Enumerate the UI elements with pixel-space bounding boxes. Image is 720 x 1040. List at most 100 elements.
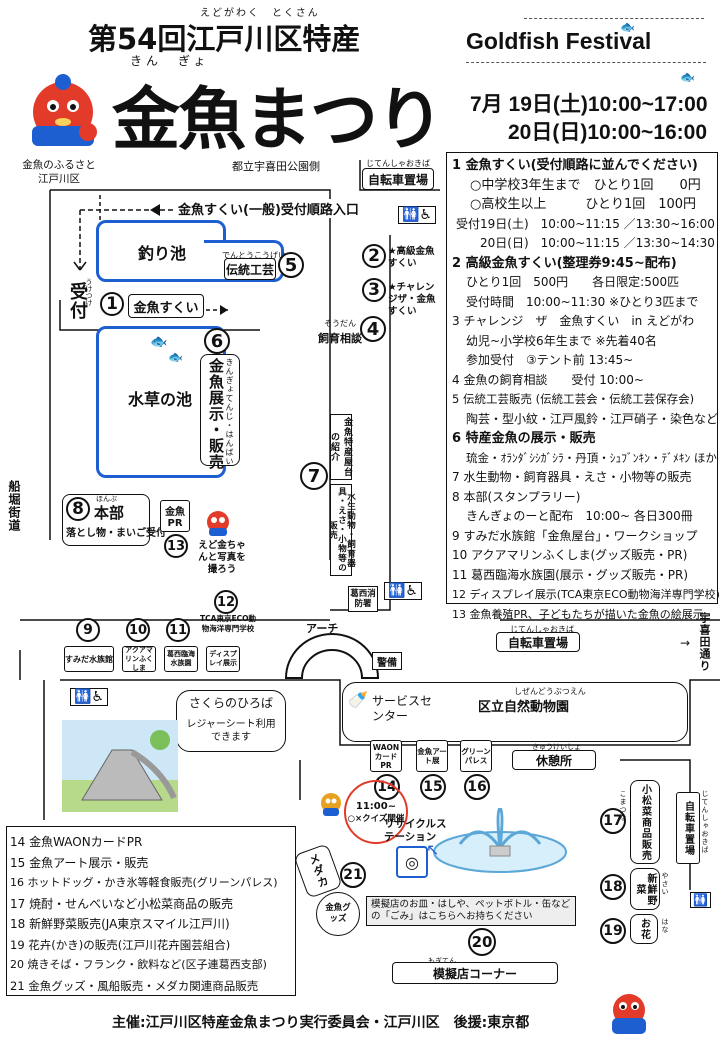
legend-top: 1 金魚すくい(受付順路に並んでください) ○中学校3年生まで ひとり1回 0円… [452, 156, 720, 624]
legend-line: 20日(日) 10:00~11:15 ／13:30~14:30 [480, 236, 715, 250]
fish-decoration-icon: 🐟 [150, 334, 168, 350]
booth-green: グリーンパレス [460, 740, 492, 772]
legend-line: 参加受付 ③テント前 13:45~ [466, 353, 634, 367]
funabori-road-label: 船堀街道 [7, 480, 21, 532]
legend-line: ○中学校3年生まで ひとり1回 0円 [470, 177, 701, 193]
legend-line: ひとり1回 500円 各日限定:500匹 [466, 275, 680, 289]
ruby-top: えどがわく とくさん [200, 8, 320, 19]
exhibit-label: 金魚展示・販売 [207, 358, 225, 470]
legend-line: 2 高級金魚すくい(整理券9:45~配布) [452, 255, 677, 271]
legend-line: 7 水生動物・飼育器具・えさ・小物等の販売 [452, 470, 692, 484]
service-zone [342, 682, 688, 742]
mascot-footer [612, 994, 646, 1034]
marker-7: 7 [300, 462, 328, 490]
fish-decoration-icon: 🐟 [168, 350, 183, 364]
marker-9: 9 [76, 618, 100, 642]
honbu-label: 本部 [94, 504, 125, 522]
goods-box: 金魚グッズ [316, 892, 360, 936]
reception-label: 受付 [67, 282, 88, 320]
tca-label: TCA東京ECO動物海洋専門学校 [200, 614, 256, 633]
marker-19: 19 [600, 918, 626, 944]
subtitle: 第54回江戸川区特産 [88, 22, 361, 56]
yasai-label: 新鮮野菜 [634, 872, 656, 906]
komatsuna-ruby: こまつな [619, 790, 627, 822]
komatsuna-box: 小松菜商品販売 [630, 780, 660, 864]
booth-kasai: 葛西臨海水族園 [164, 646, 198, 672]
marker-12: 12 [214, 590, 238, 614]
legend-line: 陶芸・型小紋・江戸風鈴・江戸硝子・染色など [466, 411, 719, 426]
exhibit-box [200, 354, 240, 466]
fish-decoration-icon: 🐟 [680, 70, 695, 84]
marker-13: 13 [164, 534, 188, 558]
dashed-rule-bottom [466, 62, 706, 63]
honbu-sub-label: 落とし物・まいご受付 [66, 528, 166, 539]
marker-4: 4 [360, 316, 386, 342]
challenge-label: ★チャレンジザ・金魚すくい [388, 282, 436, 317]
legend-line: きんぎょのーと配布 10:00~ 各日300冊 [466, 509, 693, 523]
marker-5: 5 [278, 252, 304, 278]
zoo-ruby: しぜんどうぶつえん [514, 687, 586, 696]
legend-line: 15 金魚アート展示・販売 [10, 855, 149, 870]
photo-label: えど金ちゃんと写真を撮ろう [198, 540, 246, 575]
footer-credit: 主催:江戸川区特産金魚まつり実行委員会・江戸川区 後援:東京都 [112, 1015, 530, 1031]
legend-line: 21 金魚グッズ・風船販売・メダカ関連商品販売 [10, 978, 259, 993]
legend-line: 5 伝統工芸販売 (伝統工芸会・伝統工芸保存会) [452, 392, 695, 406]
legend-top-box [446, 152, 718, 604]
marker-1: 1 [100, 292, 124, 316]
tokusan-label: 金魚特産屋台の紹介 [329, 417, 352, 477]
legend-bottom: 14 金魚WAONカードPR 15 金魚アート展示・販売 16 ホットドッグ・か… [10, 832, 278, 996]
leisure-label: レジャーシート利用できます [186, 719, 276, 743]
marker-21: 21 [340, 862, 366, 888]
legend-line: 受付19日(土) 10:00~11:15 ／13:30~16:00 [456, 216, 715, 231]
booth-waon: WAONカードPR [370, 740, 402, 772]
legend-line: 11 葛西臨海水族園(展示・グッズ販売・PR) [452, 567, 689, 582]
arch-shape [284, 633, 380, 679]
ukita-road-label: 宇喜田通り [698, 612, 711, 672]
queue-entrance-sign: 金魚すくい(一般)受付順路入口 [176, 199, 361, 218]
legend-line: 受付時間 10:00~11:30 ※ひとり3匹まで [466, 294, 699, 309]
mascot-edokinchan [32, 74, 97, 146]
tsuribori-label: 釣り池 [137, 244, 186, 263]
marker-18: 18 [600, 874, 626, 900]
quiz-time: 11:00~ [355, 800, 397, 812]
marker-17: 17 [600, 808, 626, 834]
toilet-icon: 🚻♿ [398, 206, 436, 224]
rest-ruby: きゅうけいしょ [532, 743, 581, 751]
reception-ruby: うけつけ [85, 278, 93, 306]
densho-ruby: でんとうこうげい [222, 251, 286, 260]
legend-line: 18 新鮮野菜販売(JA東京スマイル江戸川) [10, 917, 230, 931]
bicycle3-label: 自転車置場 [682, 800, 694, 856]
marker-6: 6 [204, 328, 230, 354]
ohana-label: お花 [638, 918, 650, 940]
sakura-plaza [176, 690, 286, 752]
legend-line: 10 アクアマリンふくしま(グッズ販売・PR) [452, 548, 688, 562]
booth-aquamarine: アクアマリンふくしま [122, 646, 156, 672]
bottle-icon: 🍼 [348, 690, 368, 709]
guard-box: 警備 [372, 652, 402, 670]
honbu-ruby: ほんぶ [96, 495, 117, 503]
marker-15: 15 [420, 774, 446, 800]
zoo-label: 区立自然動物園 [478, 700, 570, 715]
fire-station-box: 葛西消防署 [348, 586, 378, 612]
suisei-label: 水生動物・飼育器具・えさ・小物等の販売 [327, 487, 356, 573]
legend-line: 幼児~小学校6年生まで ※先着40名 [466, 333, 657, 348]
bicycle1-ruby: じてんしゃおきば [366, 159, 430, 168]
tokusan-box: 金魚特産屋台の紹介 [329, 414, 352, 480]
ukita-arrow: → [680, 636, 691, 650]
quiz-circle: 11:00~ ○×クイズ開催 [344, 780, 408, 844]
rest-area: 休憩所 [512, 750, 596, 770]
hometown-label: 金魚のふるさと江戸川区 [22, 159, 96, 185]
mizukusa-label: 水草の池 [127, 390, 192, 409]
medaka-label: メダカ [306, 851, 331, 890]
legend-line: 16 ホットドッグ・かき氷等軽食販売(グリーンパレス) [10, 876, 278, 889]
toilet-icon: 🚻♿ [70, 688, 108, 706]
legend-line: 19 花卉(かき)の販売(江戸川花卉園芸組合) [10, 937, 231, 952]
legend-bottom-box [6, 826, 296, 996]
legend-line: 1 金魚すくい(受付順路に並んでください) [452, 158, 698, 173]
mogi-corner: 模擬店コーナー [392, 962, 558, 984]
shiiku-label: 飼育相談 [318, 332, 362, 345]
yasai-ruby: やさい [661, 872, 669, 896]
ruby-kingyo: きん ぎょ [130, 54, 210, 68]
booth-art: 金魚アート展 [416, 740, 448, 772]
densho-kogei-label: 伝統工芸 [224, 258, 276, 280]
